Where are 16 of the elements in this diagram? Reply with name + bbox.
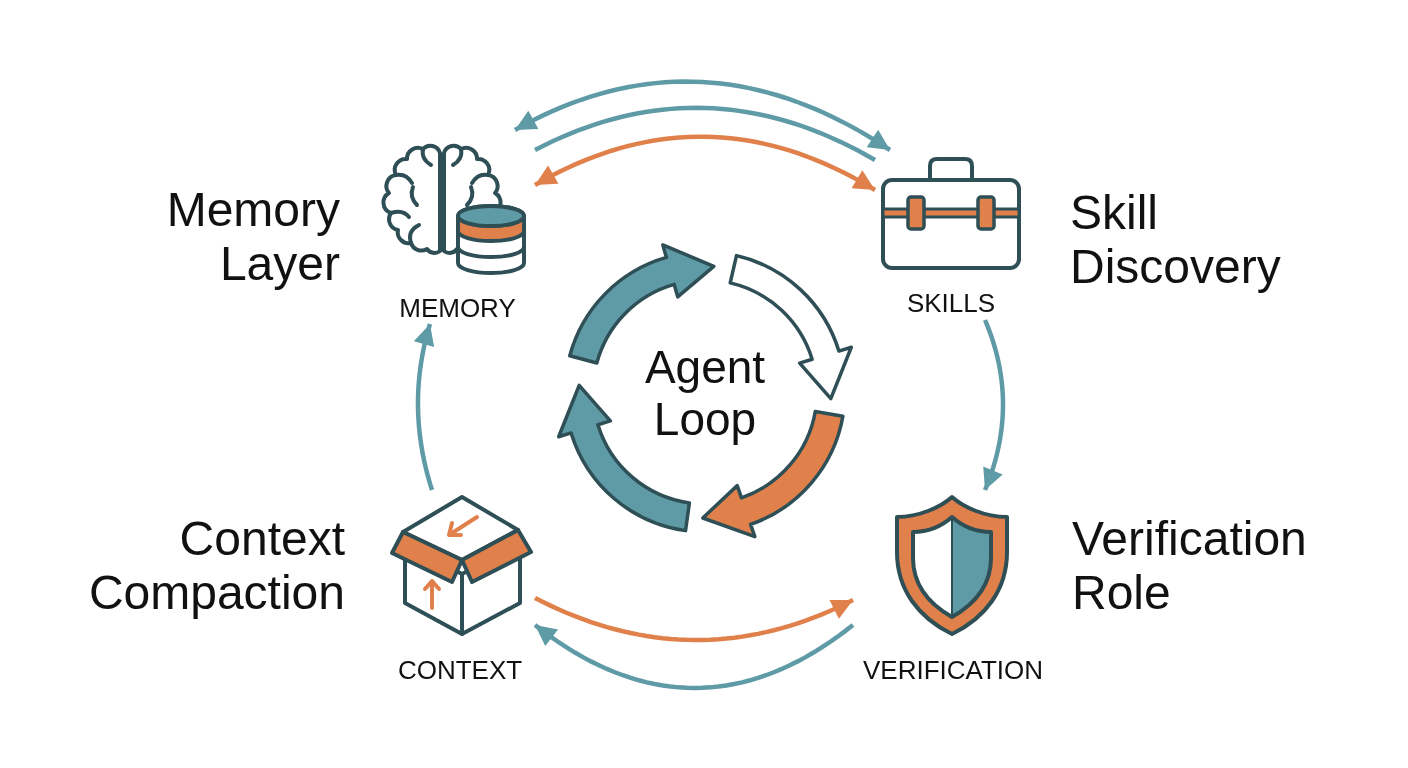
side-heading: Memory Layer (165, 183, 340, 291)
arrow (534, 596, 854, 643)
side-heading: Verification Role (1072, 512, 1308, 620)
arrow (533, 134, 877, 192)
connector-line (533, 105, 877, 162)
arrow (533, 623, 855, 691)
node-label: SKILLS (905, 288, 997, 318)
arrow (982, 319, 1006, 491)
arrow (413, 323, 435, 491)
side-heading: Context Compaction (87, 512, 345, 620)
node-label: MEMORY (398, 293, 517, 323)
side-heading: Skill Discovery (1070, 186, 1282, 294)
node-label: VERIFICATION (861, 655, 1045, 685)
arrow (513, 79, 892, 152)
node-label: CONTEXT (396, 655, 524, 685)
loop-title: Agent Loop (643, 340, 767, 445)
